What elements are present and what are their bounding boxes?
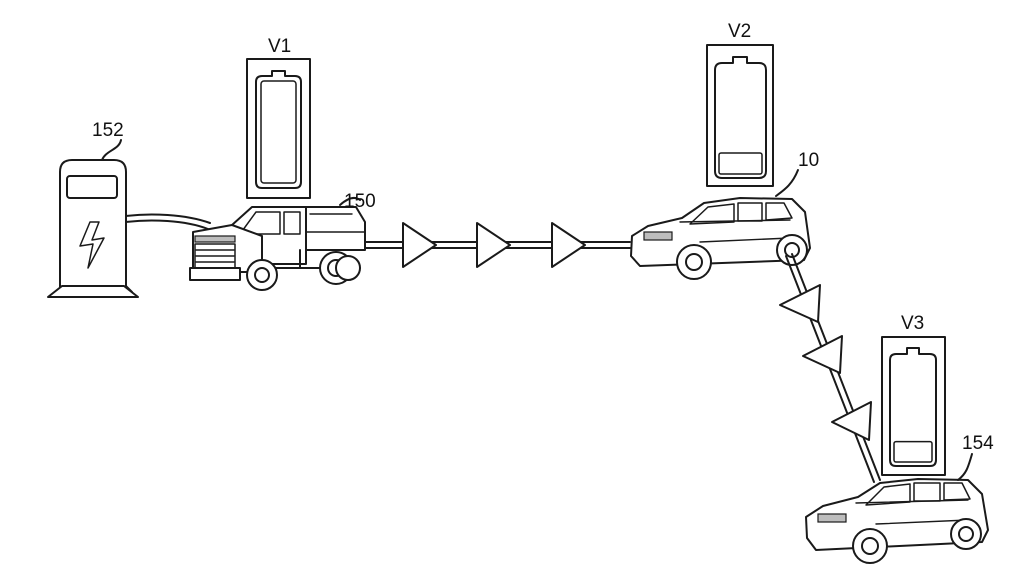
suv-icon-10: [630, 197, 811, 280]
triangle-relay-icon: [779, 284, 821, 323]
label-battery-v3: V3: [901, 313, 925, 334]
relay-chain-2: [779, 253, 881, 483]
relay-chain-1: [364, 222, 631, 268]
triangle-relay-icon: [476, 222, 511, 268]
label-charger-152: 152: [92, 120, 124, 141]
label-vehicle-10: 10: [798, 150, 820, 171]
battery-icon-v1: [246, 58, 311, 199]
lightning-bolt-icon: [79, 221, 105, 269]
label-truck-150: 150: [344, 191, 376, 212]
charging-cable: [125, 213, 211, 224]
battery-icon-v3: [881, 336, 946, 476]
suv-icon-154: [805, 478, 989, 564]
label-battery-v1: V1: [268, 36, 292, 57]
triangle-relay-icon: [802, 335, 843, 374]
label-vehicle-154: 154: [962, 433, 994, 454]
battery-icon-v2: [706, 44, 774, 187]
label-battery-v2: V2: [728, 21, 752, 42]
triangle-relay-icon: [551, 222, 586, 268]
triangle-relay-icon: [831, 401, 872, 441]
pickup-truck-icon: [189, 206, 366, 291]
triangle-relay-icon: [402, 222, 437, 268]
charging-station-icon: [47, 139, 139, 298]
